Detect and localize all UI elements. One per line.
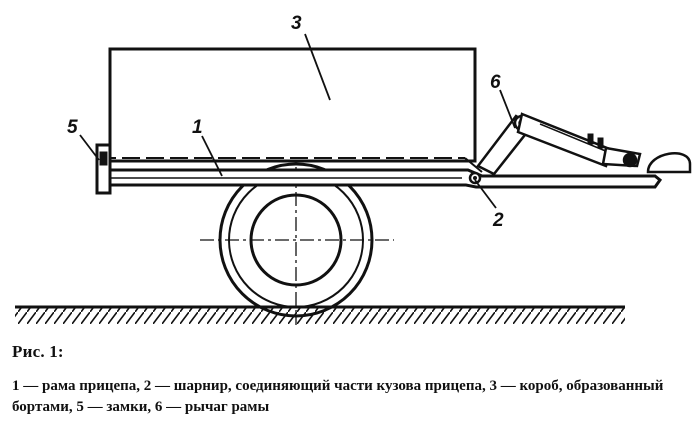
figure-caption-text: 1 — рама прицепа, 2 — шарнир, соединяющи… <box>12 378 664 415</box>
label-lever: 6 <box>490 72 501 93</box>
label-box: 3 <box>291 13 302 34</box>
cargo-box <box>108 47 477 163</box>
label-hinge: 2 <box>492 210 504 231</box>
trailer-diagram: 3 1 5 6 2 <box>15 13 692 325</box>
ground <box>15 305 625 324</box>
leader-lines <box>79 33 516 209</box>
frame-lever <box>476 112 692 177</box>
figure-caption-title: Рис. 1: <box>12 342 64 361</box>
label-lock: 5 <box>67 117 78 138</box>
hinge <box>468 171 482 185</box>
label-frame: 1 <box>192 117 203 138</box>
lock-latch <box>95 143 112 195</box>
